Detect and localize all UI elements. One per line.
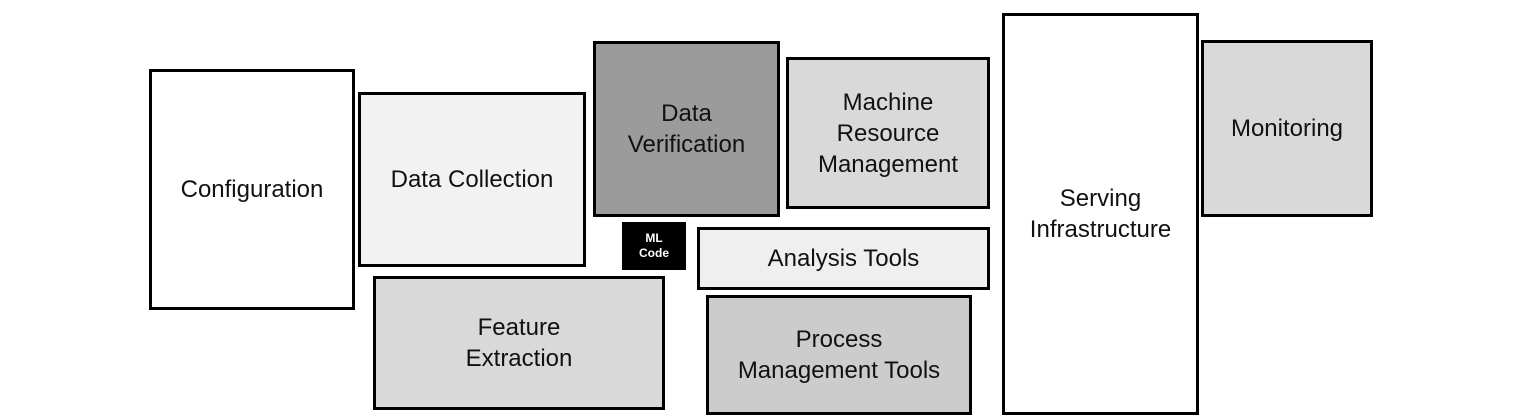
- configuration-label: Configuration: [180, 176, 324, 203]
- feature-extraction-box: Feature Extraction: [373, 276, 665, 410]
- machine-resource-management-box: Machine Resource Management: [786, 57, 990, 209]
- configuration-box: Configuration: [149, 69, 355, 310]
- data-verification-box: Data Verification: [593, 41, 780, 217]
- data-collection-box: Data Collection: [358, 92, 586, 267]
- analysis-tools-label: Analysis Tools: [767, 245, 920, 272]
- data-collection-label: Data Collection: [390, 166, 554, 193]
- analysis-tools-box: Analysis Tools: [697, 227, 990, 290]
- ml-code-box: ML Code: [622, 222, 686, 270]
- serving-infrastructure-label: Serving Infrastructure: [1029, 185, 1172, 243]
- process-management-tools-label: Process Management Tools: [737, 326, 941, 384]
- data-verification-label: Data Verification: [627, 100, 746, 158]
- monitoring-box: Monitoring: [1201, 40, 1373, 217]
- machine-resource-management-label: Machine Resource Management: [817, 88, 959, 178]
- process-management-tools-box: Process Management Tools: [706, 295, 972, 415]
- monitoring-label: Monitoring: [1230, 115, 1344, 142]
- serving-infrastructure-box: Serving Infrastructure: [1002, 13, 1199, 415]
- ml-code-label: ML Code: [639, 231, 669, 260]
- feature-extraction-label: Feature Extraction: [465, 314, 573, 372]
